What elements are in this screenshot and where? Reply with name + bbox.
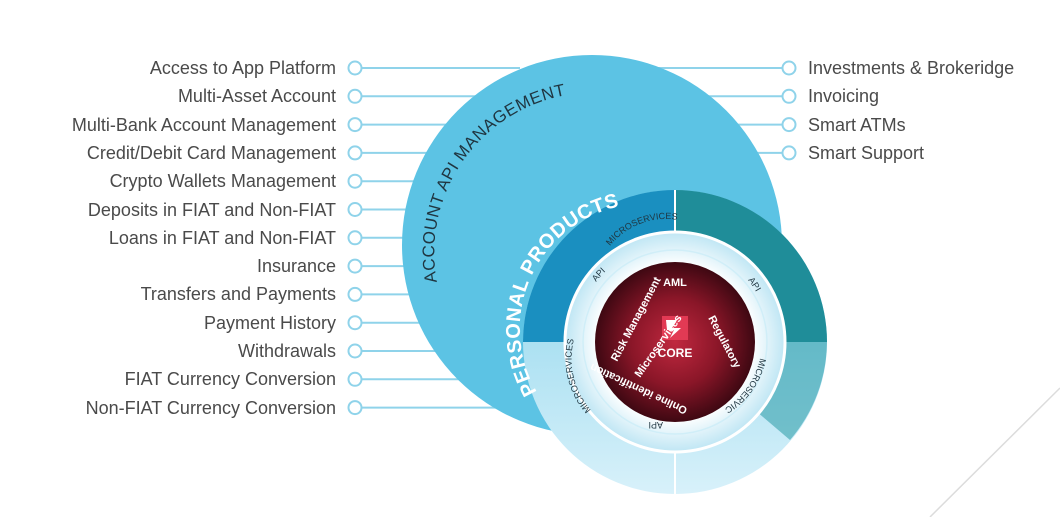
microservices-band-edge xyxy=(563,230,787,454)
api-ring-line xyxy=(582,249,768,435)
left-feature-label: Loans in FIAT and Non-FIAT xyxy=(108,227,336,248)
left-feature-label: Multi-Bank Account Management xyxy=(71,114,336,135)
right-feature-label: Smart ATMs xyxy=(808,114,906,135)
left-connector-dot xyxy=(347,343,363,359)
right-connector-dot xyxy=(781,117,797,133)
left-connector-dot xyxy=(347,117,363,133)
left-connector-dot xyxy=(347,230,363,246)
right-connector-dot xyxy=(781,60,797,76)
left-feature-label: FIAT Currency Conversion xyxy=(124,369,336,390)
left-feature-label: Deposits in FIAT and Non-FIAT xyxy=(87,199,336,220)
left-feature-label: Insurance xyxy=(256,256,336,277)
left-connector-dot xyxy=(347,400,363,416)
left-connector-dot xyxy=(347,286,363,302)
left-connector-dot xyxy=(347,145,363,161)
core-item-aml: AML xyxy=(663,277,687,289)
right-connector-dot xyxy=(781,88,797,104)
left-feature-label: Withdrawals xyxy=(237,341,336,361)
left-connector-dot xyxy=(347,258,363,274)
left-feature-label: Crypto Wallets Management xyxy=(109,171,336,192)
left-connector-dot xyxy=(347,371,363,387)
left-connector-dot xyxy=(347,60,363,76)
left-feature-label: Credit/Debit Card Management xyxy=(86,142,336,163)
left-feature-label: Non-FIAT Currency Conversion xyxy=(85,397,336,418)
left-feature-label: Transfers and Payments xyxy=(140,284,336,305)
left-feature-label: Access to App Platform xyxy=(149,58,336,78)
left-connector-dot xyxy=(347,88,363,104)
core-circle xyxy=(595,262,755,422)
core-logo-icon xyxy=(662,316,688,340)
core-label: CORE xyxy=(658,346,693,360)
left-feature-label: Multi-Asset Account xyxy=(177,86,336,107)
decorative-line xyxy=(929,387,1060,518)
left-connector-dot xyxy=(347,315,363,331)
right-feature-label: Invoicing xyxy=(808,86,880,107)
left-connector-dot xyxy=(347,173,363,189)
left-feature-label: Payment History xyxy=(203,312,336,333)
api-label-bottom: API xyxy=(648,420,663,430)
right-connector-dot xyxy=(781,145,797,161)
right-feature-label: Smart Support xyxy=(808,142,925,163)
right-feature-label: Investments & Brokeridge xyxy=(808,58,1015,78)
left-connector-dot xyxy=(347,202,363,217)
